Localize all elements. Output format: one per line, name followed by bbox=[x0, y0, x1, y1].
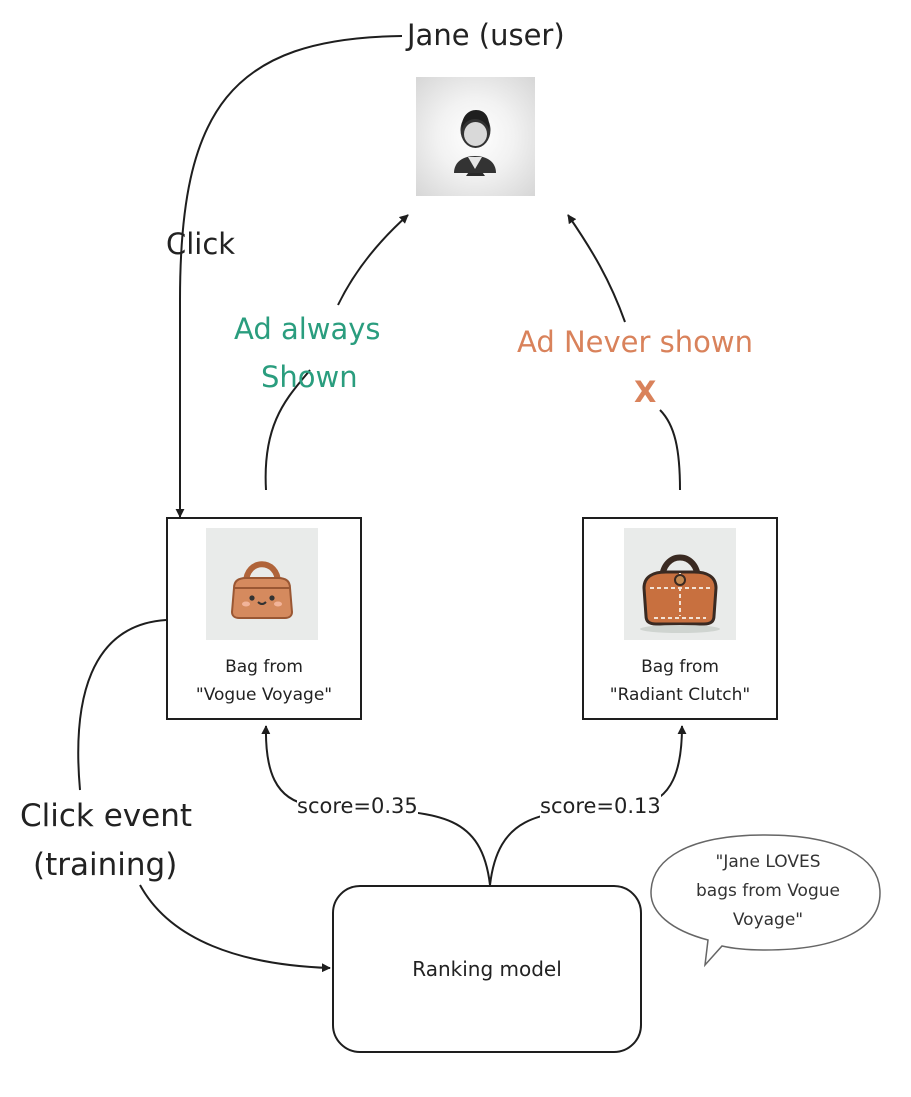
ad-always-shown-arrow bbox=[264, 369, 311, 491]
ad-card-vogue-voyage: Bag from "Vogue Voyage" bbox=[166, 517, 362, 720]
user-avatar-icon bbox=[454, 110, 496, 176]
user-label: Jane (user) bbox=[407, 18, 565, 52]
speech-line-1: "Jane LOVES bbox=[715, 852, 821, 872]
click-event-label-line2: (training) bbox=[33, 847, 178, 883]
ranking-model-node: Ranking model bbox=[332, 885, 642, 1053]
ad-always-label-line1: Ad always bbox=[234, 312, 381, 346]
handbag-icon bbox=[640, 554, 720, 633]
user-node bbox=[416, 77, 535, 196]
ad-card-line2: "Radiant Clutch" bbox=[609, 685, 751, 705]
score-right-label: score=0.13 bbox=[540, 794, 661, 818]
ad-thumbnail bbox=[624, 528, 736, 640]
ad-never-label: Ad Never shown bbox=[517, 325, 753, 359]
speech-bubble-shape bbox=[650, 834, 881, 968]
speech-bubble-text: "Jane LOVES bags from Vogue Voyage" bbox=[660, 848, 876, 935]
click-label: Click bbox=[166, 227, 236, 261]
ad-card-line2: "Vogue Voyage" bbox=[195, 685, 333, 705]
click-arrow bbox=[175, 35, 403, 518]
ad-never-shown-arrow-head bbox=[567, 214, 626, 323]
ad-always-shown-arrow-head bbox=[337, 214, 409, 306]
score-left-label: score=0.35 bbox=[297, 794, 418, 818]
ad-always-label-line2: Shown bbox=[261, 360, 358, 394]
speech-line-3: Voyage" bbox=[732, 910, 804, 930]
ad-never-x-mark: X bbox=[634, 375, 657, 409]
ad-never-shown-arrow bbox=[659, 409, 681, 491]
ad-card-line1: Bag from bbox=[641, 657, 719, 677]
click-event-label-line1: Click event bbox=[20, 798, 193, 834]
speech-line-2: bags from Vogue bbox=[696, 881, 840, 901]
handbag-icon bbox=[230, 561, 294, 619]
click-event-arrow bbox=[139, 884, 331, 973]
ad-card-line1: Bag from bbox=[225, 657, 303, 677]
click-event-arrow-top bbox=[77, 619, 167, 791]
ranking-model-label: Ranking model bbox=[412, 957, 562, 981]
ad-thumbnail bbox=[206, 528, 318, 640]
ad-card-radiant-clutch: Bag from "Radiant Clutch" bbox=[582, 517, 778, 720]
